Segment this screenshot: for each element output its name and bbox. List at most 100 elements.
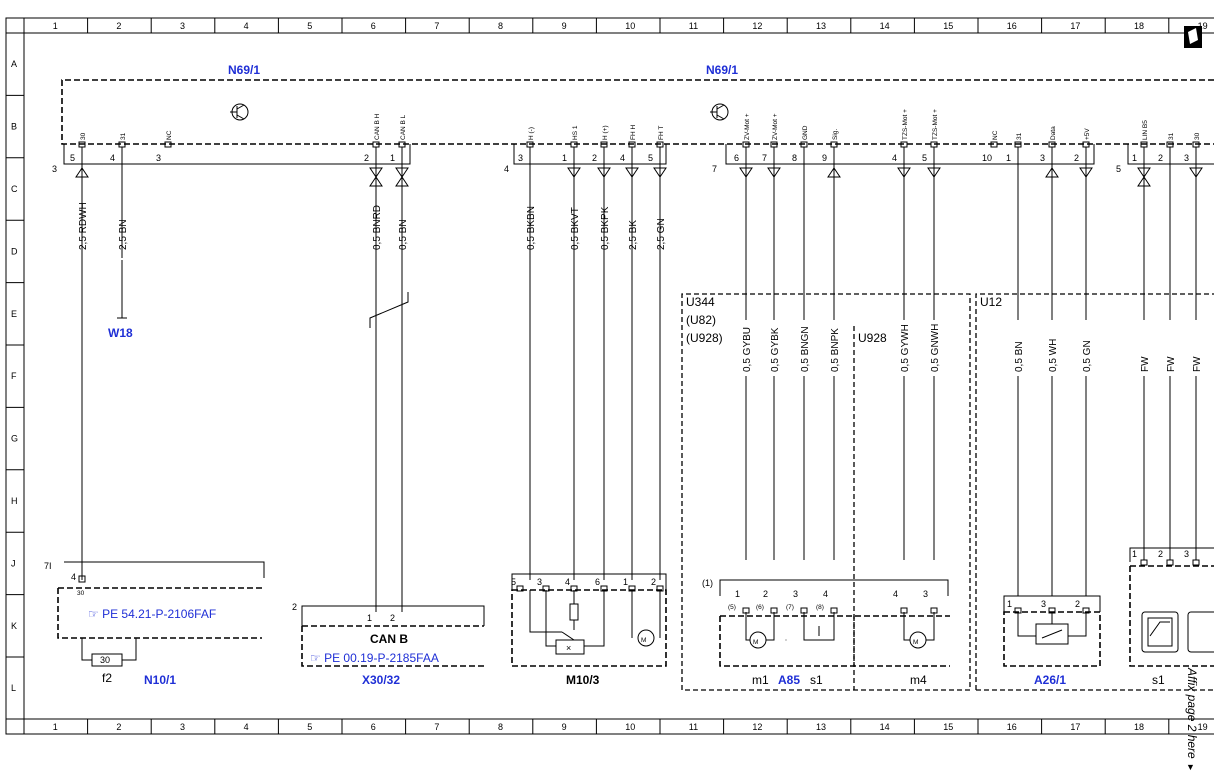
connector-4-pin-3: 3H (-)0,5 BKBN (518, 127, 537, 258)
svg-text:U12: U12 (980, 295, 1002, 309)
grid-column-label: 8 (498, 722, 503, 732)
wire-label: 0,5 WH (1048, 339, 1059, 372)
a26-1-label: A26/1 (1034, 673, 1066, 687)
wire-label: 0,5 BN (1014, 341, 1025, 372)
grid-column-label: 1 (53, 21, 58, 31)
svg-text:FH H: FH H (630, 125, 637, 140)
svg-text:30: 30 (1194, 132, 1201, 140)
m10-pin: 6 (595, 577, 600, 587)
wire-label: 0,5 GNWH (930, 324, 941, 372)
a85-sub-pin: (8) (816, 604, 824, 611)
x30-32-label: X30/32 (362, 673, 400, 687)
x30-reference: ☞ PE 00.19-P-2185FAA (310, 651, 439, 665)
fuse-f2-label: f2 (102, 671, 112, 685)
motor-icon (637, 629, 655, 647)
svg-text:CAN B L: CAN B L (400, 114, 407, 140)
affix-note: Affix page 2 here (1185, 667, 1199, 759)
grid-column-label: 19 (1198, 722, 1208, 732)
grid-column-label: 5 (307, 21, 312, 31)
w18-ground: W18 (108, 260, 133, 340)
connector-3-number: 3 (52, 164, 57, 174)
svg-text:TZS-Mot +: TZS-Mot + (932, 109, 939, 140)
grid-column-label: 10 (625, 21, 635, 31)
grid-column-label: 18 (1134, 21, 1144, 31)
svg-text:5: 5 (648, 153, 653, 163)
svg-text:4: 4 (71, 572, 76, 582)
fuse-f2-value: 30 (100, 655, 110, 665)
svg-text:TZS-Mot +: TZS-Mot + (902, 109, 909, 140)
grid-column-label: 13 (816, 21, 826, 31)
a85-pin: 1 (735, 589, 740, 599)
grid-row-label: D (11, 246, 18, 256)
x30-32-component: 2 1 2 CAN B ☞ PE 00.19-P-2185FAA X30/32 (292, 258, 485, 687)
grid-column-label: 1 (53, 722, 58, 732)
connector-4-pin-4: 4FH H2,5 BK (620, 125, 639, 258)
grid-column-label: 2 (116, 21, 121, 31)
grid-row-label: F (11, 371, 17, 381)
a85-sub-pin: (5) (728, 604, 736, 611)
grid-column-label: 2 (116, 722, 121, 732)
sheet-frame: 1122334455667788991010111112121313141415… (5, 17, 1214, 735)
a85-pin: 3 (793, 589, 798, 599)
n10-connector-label: 7I (44, 561, 52, 571)
svg-text:M: M (641, 637, 646, 644)
a85-pin: 4 (893, 589, 898, 599)
a85-pin: 2 (763, 589, 768, 599)
connector-4-number: 4 (504, 164, 509, 174)
x30-title: CAN B (370, 632, 408, 646)
grid-column-label: 3 (180, 21, 185, 31)
svg-text:ZV-Mot +: ZV-Mot + (744, 113, 751, 140)
transistor-icon (230, 103, 249, 121)
svg-text:Sig.: Sig. (832, 129, 839, 140)
grid-row-label: B (11, 122, 17, 132)
grid-column-label: 12 (752, 21, 762, 31)
n69-1-control-unit: N69/1 N69/1 (61, 63, 1214, 145)
right-pin: 2 (1158, 549, 1163, 559)
wire-label: FW (1192, 356, 1203, 372)
grid-column-label: 6 (371, 21, 376, 31)
svg-text:1: 1 (367, 613, 372, 623)
svg-text:4: 4 (110, 153, 115, 163)
grid-column-label: 14 (880, 722, 890, 732)
connector-7-number: 7 (712, 164, 717, 174)
a26-pin: 3 (1041, 599, 1046, 609)
connector-boxes: 3 4 7 5 (52, 144, 1214, 174)
svg-text:31: 31 (120, 132, 127, 140)
n69-1-title-right: N69/1 (706, 63, 738, 77)
m10-3-label: M10/3 (566, 673, 600, 687)
svg-text:m4: m4 (910, 673, 927, 687)
n10-reference: ☞ PE 54.21-P-2106FAF (88, 607, 216, 621)
m10-pin: 1 (623, 577, 628, 587)
grid-column-label: 3 (180, 722, 185, 732)
a85-sub-pin: (7) (786, 604, 794, 611)
svg-text:1: 1 (1006, 153, 1011, 163)
wire-label: 2,5 RDWH (78, 202, 89, 250)
svg-text:4: 4 (620, 153, 625, 163)
grid-column-label: 8 (498, 21, 503, 31)
svg-text:2: 2 (1158, 153, 1163, 163)
m10-pin: 3 (537, 577, 542, 587)
m10-pin: 5 (511, 577, 516, 587)
grid-column-label: 14 (880, 21, 890, 31)
arrow-down-icon: ▼ (1186, 762, 1195, 772)
svg-text:GND: GND (802, 125, 809, 140)
connector-3-pin-3: 3NC (156, 130, 173, 163)
svg-text:2: 2 (292, 602, 297, 612)
grid-column-label: 11 (689, 722, 698, 732)
grid-row-label: C (11, 184, 18, 194)
n10-1-label: N10/1 (144, 673, 176, 687)
svg-text:NC: NC (166, 130, 173, 140)
svg-text:M: M (913, 639, 918, 646)
wire-label: 0,5 BKVT (570, 207, 581, 250)
svg-text:3: 3 (518, 153, 523, 163)
svg-text:H (-): H (-) (528, 127, 535, 140)
wire-label: 0,5 GN (1082, 340, 1093, 372)
svg-text:4: 4 (892, 153, 897, 163)
grid-column-label: 16 (1007, 722, 1017, 732)
grid-column-label: 13 (816, 722, 826, 732)
